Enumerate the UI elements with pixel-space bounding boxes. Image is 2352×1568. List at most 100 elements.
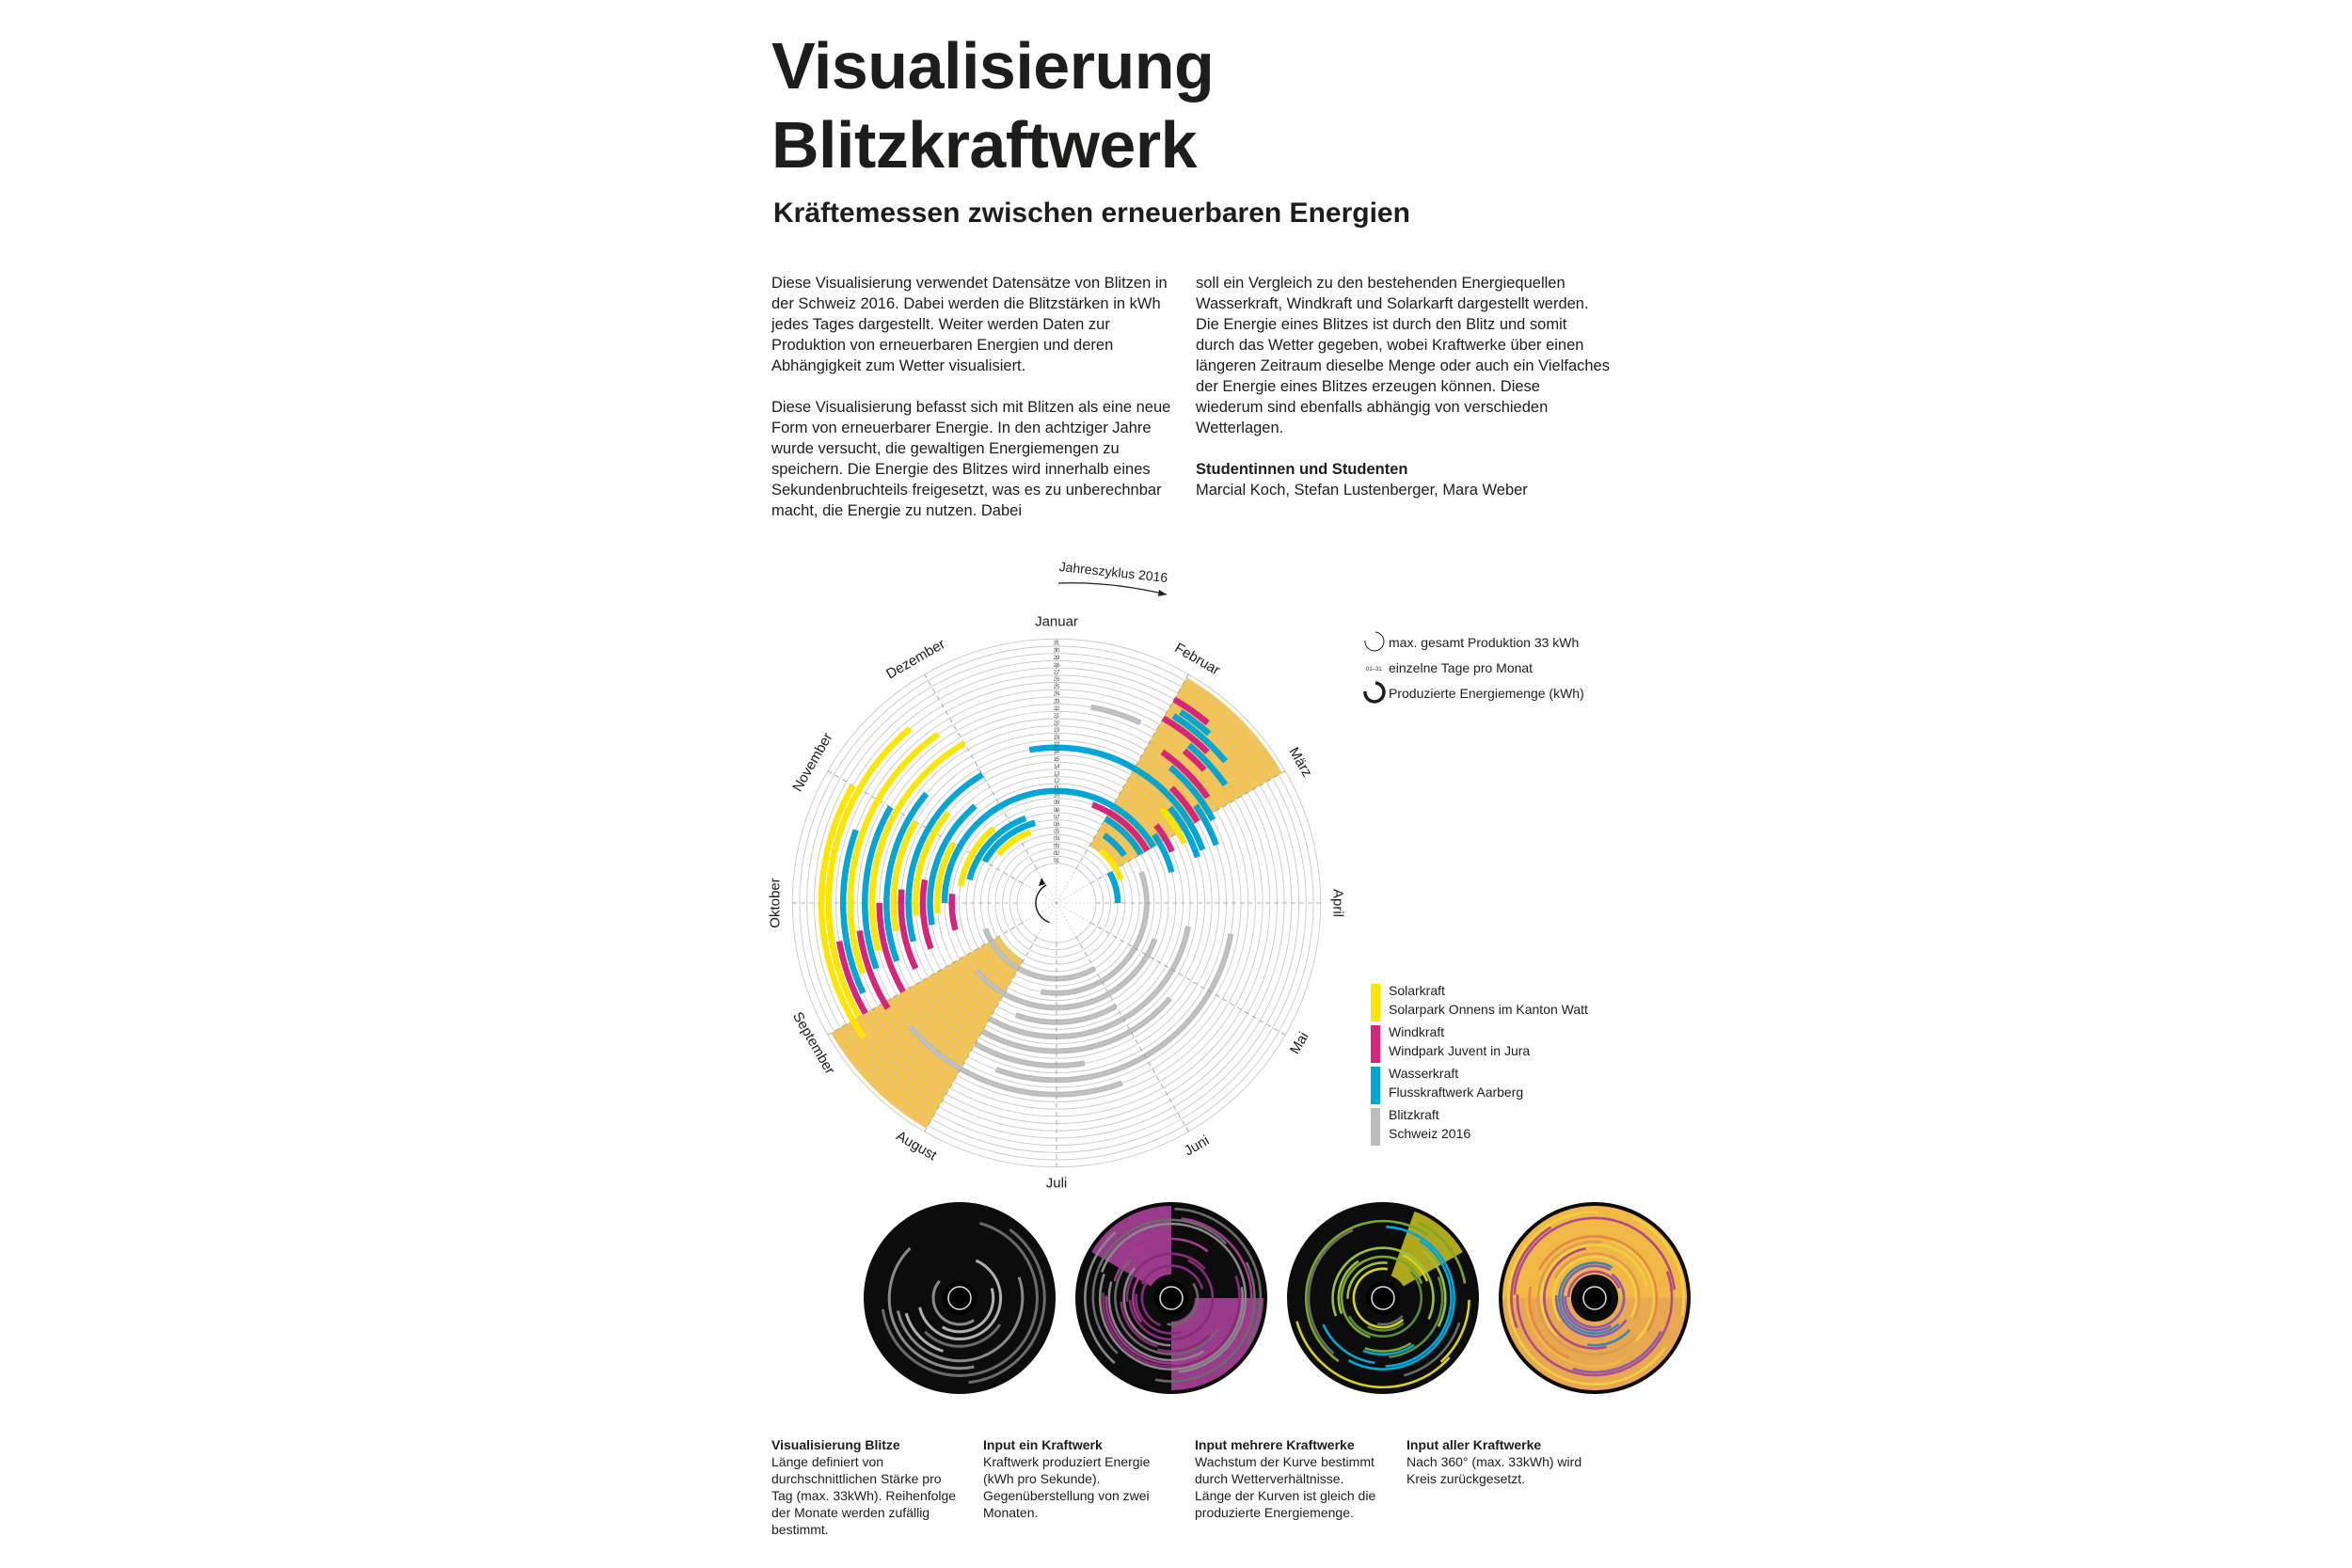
day-tick-24: 24 xyxy=(1054,692,1060,698)
water-arc-34 xyxy=(905,771,984,942)
day-ring-8 xyxy=(965,812,1148,994)
wind-arc-33 xyxy=(898,889,919,971)
disc-3-arc-20 xyxy=(1417,1221,1467,1284)
water-arc-42 xyxy=(966,815,1027,881)
water-arc-2 xyxy=(982,787,1156,849)
caption-1-text: Länge definiert von durchschnittlichen S… xyxy=(771,1454,957,1537)
legend-swatch-2 xyxy=(1371,1025,1380,1063)
disc-2-arc-11 xyxy=(1114,1258,1219,1355)
disc-1-arc-3 xyxy=(918,1259,1003,1341)
solar-arc-6 xyxy=(1098,847,1124,881)
radial-year-diagram: 3130292827262524232221201918171615141312… xyxy=(767,559,1345,1192)
disc-3-arc-15 xyxy=(1385,1239,1453,1368)
legend-name-1: Solarkraft xyxy=(1389,983,1445,998)
disc-2 xyxy=(1075,1202,1267,1394)
disc-3-arc-1 xyxy=(1376,1314,1404,1326)
solar-arc-22 xyxy=(818,784,866,1040)
disc-4-arc-15 xyxy=(1525,1301,1621,1368)
wind-arc-12 xyxy=(1168,785,1200,824)
disc-3-arc-3 xyxy=(1367,1322,1405,1332)
disc-4-arc-20 xyxy=(1510,1226,1552,1329)
water-arc-7 xyxy=(1106,870,1121,904)
disc-4-arc-10 xyxy=(1540,1243,1648,1337)
caption-2-text: Kraftwerk produziert Energie (kWh pro Se… xyxy=(983,1454,1151,1520)
disc-3-arc-10 xyxy=(1364,1341,1412,1353)
water-arc-28 xyxy=(862,805,894,970)
disc-1-center-ring xyxy=(947,1286,972,1310)
disc-3-arc-7 xyxy=(1337,1259,1359,1315)
disc-4 xyxy=(1499,1202,1691,1394)
month-divider-8 xyxy=(827,922,1023,1036)
month-divider-4 xyxy=(1090,922,1286,1036)
legend-source-3: Flusskraftwerk Aarberg xyxy=(1389,1085,1523,1100)
caption-4-title: Input aller Kraftwerke xyxy=(1406,1437,1542,1452)
solar-arc-14 xyxy=(1158,806,1187,846)
disc-3-arc-19 xyxy=(1404,1322,1461,1377)
inner-spoke-6 xyxy=(1056,902,1077,938)
disc-3-center-ring xyxy=(1371,1286,1395,1310)
disc-2-arc-4 xyxy=(1135,1293,1182,1335)
caption-3-title: Input mehrere Kraftwerke xyxy=(1195,1437,1355,1452)
caption-3-text: Wachstum der Kurve bestimmt durch Wetter… xyxy=(1195,1454,1376,1520)
water-arc-31 xyxy=(883,791,930,962)
day-tick-16: 16 xyxy=(1054,750,1060,755)
disc-3-arc-5 xyxy=(1347,1271,1423,1338)
disc-3-arc-21 xyxy=(1439,1299,1470,1363)
disc-4-arc-3 xyxy=(1561,1264,1613,1332)
inner-spoke-5 xyxy=(1056,902,1091,924)
disc-3-arc-11 xyxy=(1362,1343,1415,1356)
inner-direction-arc xyxy=(1035,884,1050,924)
month-label-august: August xyxy=(893,1128,940,1164)
day-tick-05: 05 xyxy=(1054,830,1060,835)
inner-spoke-11 xyxy=(1022,882,1057,904)
disc-1-arc-7 xyxy=(887,1246,975,1370)
disc-3-arc-13 xyxy=(1422,1250,1447,1327)
month-label-oktober: Oktober xyxy=(767,878,783,927)
disc-3-arc-8 xyxy=(1402,1254,1429,1282)
month-divider-1 xyxy=(1075,673,1189,869)
month-label-mai: Mai xyxy=(1287,1029,1312,1056)
disc-4-arc-8 xyxy=(1587,1328,1631,1347)
caption-3: Input mehrere Kraftwerke Wachstum der Ku… xyxy=(1195,1436,1383,1521)
day-tick-03: 03 xyxy=(1054,844,1060,849)
legend-source-2: Windpark Juvent in Jura xyxy=(1389,1043,1530,1058)
day-ring-30 xyxy=(806,653,1307,1153)
disc-2-arc-6 xyxy=(1128,1259,1215,1341)
disc-4-arc-2 xyxy=(1564,1273,1626,1329)
disc-2-arc-2 xyxy=(1140,1281,1162,1327)
disc-2-segment-bottom xyxy=(1171,1298,1263,1390)
page-title: Visualisierung Blitzkraftwerk xyxy=(771,26,1215,184)
caption-1-title: Visualisierung Blitze xyxy=(771,1437,900,1452)
wind-arc-27 xyxy=(856,929,891,1010)
wind-arc-8 xyxy=(1161,715,1210,754)
disc-1-arc-8 xyxy=(881,1221,1039,1377)
legend-name-4: Blitzkraft xyxy=(1389,1107,1439,1122)
legend-swatch-3 xyxy=(1371,1067,1380,1104)
solar-arc-26 xyxy=(847,731,941,975)
solar-arc-44 xyxy=(995,829,1032,857)
water-arc-25 xyxy=(839,829,866,995)
disc-4-arc-18 xyxy=(1516,1271,1674,1377)
legend-swatch-4 xyxy=(1371,1108,1380,1146)
thin-circle-icon xyxy=(1364,631,1385,652)
inner-spoke-2 xyxy=(1056,868,1077,904)
disc-3-arc-18 xyxy=(1304,1219,1429,1363)
wind-arc-17 xyxy=(1182,748,1207,772)
disc-4-arc-7 xyxy=(1553,1252,1641,1319)
disc-4-arc-11 xyxy=(1536,1240,1637,1356)
disc-2-arc-15 xyxy=(1102,1275,1241,1368)
caption-2: Input ein Kraftwerk Kraftwerk produziert… xyxy=(983,1436,1171,1521)
caption-4-text: Nach 360° (max. 33kWh) wird Kreis zurück… xyxy=(1406,1454,1582,1486)
day-tick-07: 07 xyxy=(1054,815,1060,820)
wind-arc-24 xyxy=(835,941,868,1015)
day-tick-19: 19 xyxy=(1054,728,1060,734)
disc-2-arc-21 xyxy=(1084,1231,1117,1364)
day-ring-29 xyxy=(813,659,1300,1147)
legend-top-label-1: max. gesamt Produktion 33 kWh xyxy=(1389,635,1579,650)
disc-1-arc-9 xyxy=(968,1227,1046,1385)
disc-4-arc-9 xyxy=(1543,1247,1607,1350)
day-tick-11: 11 xyxy=(1054,786,1060,792)
water-arc-18 xyxy=(1186,742,1229,787)
